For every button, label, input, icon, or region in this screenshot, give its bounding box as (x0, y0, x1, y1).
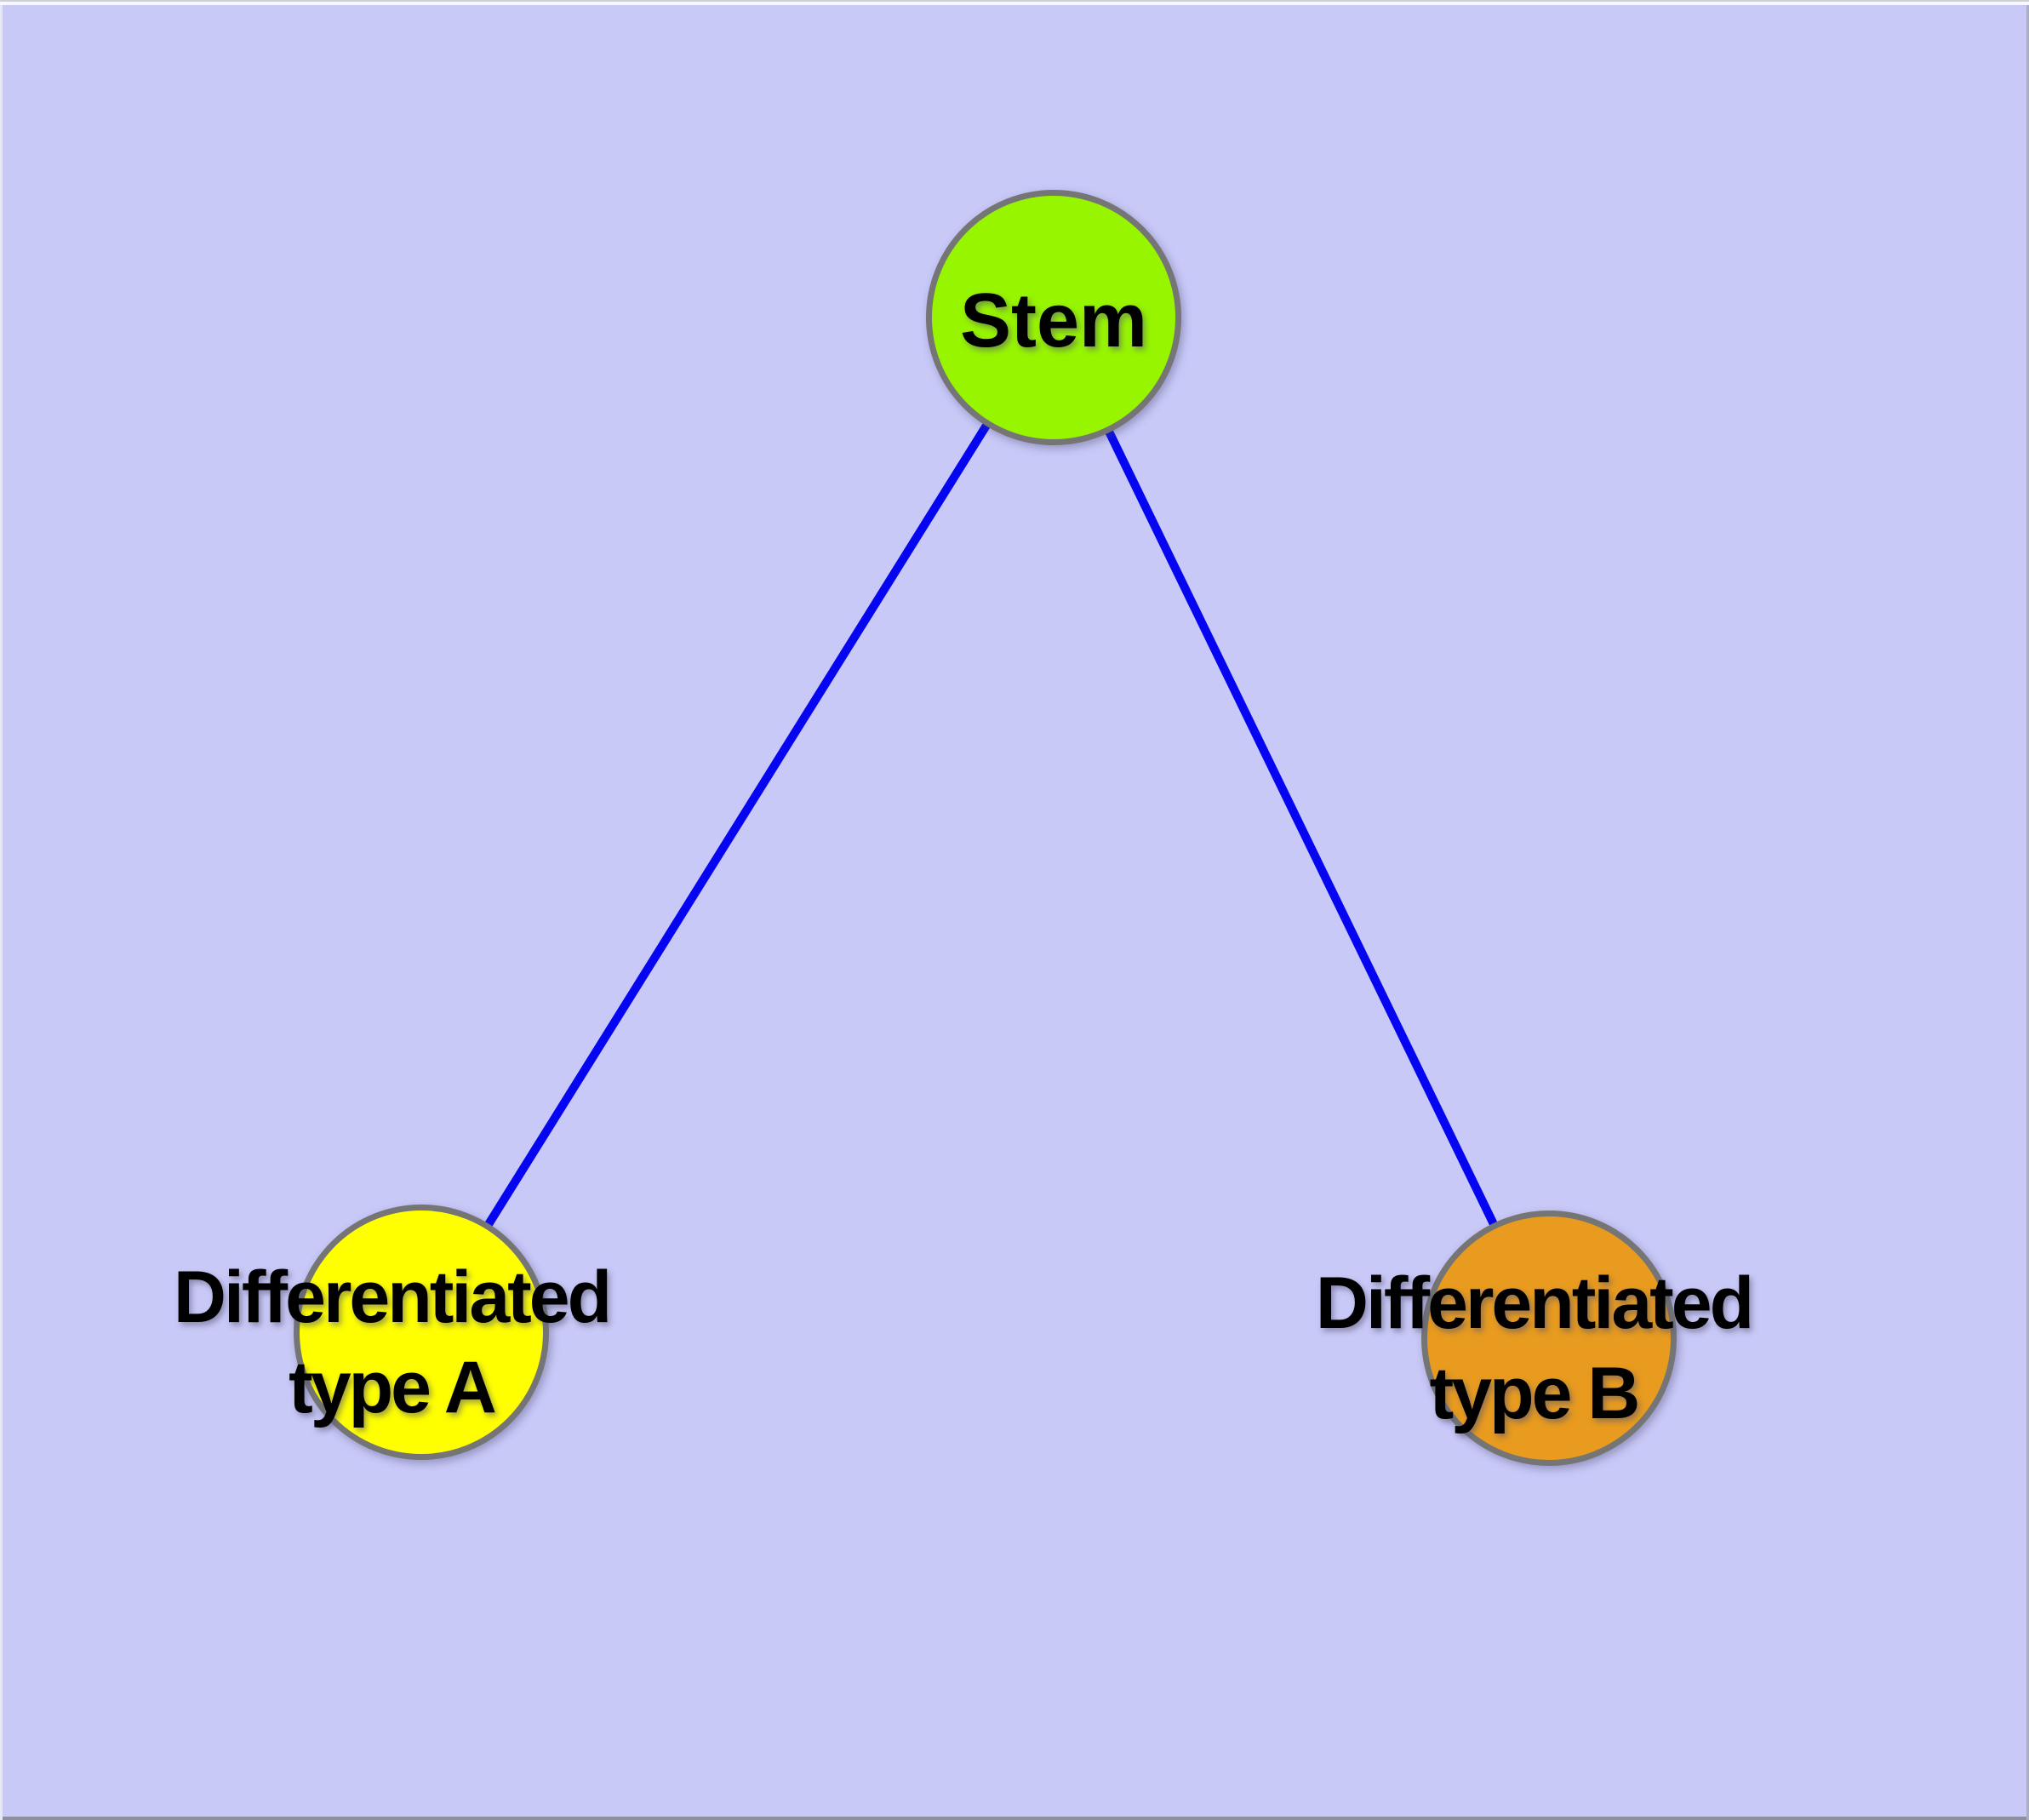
label-line-1: Differentiated (1315, 1262, 1754, 1344)
node-stem[interactable] (926, 190, 1181, 445)
node-label-differentiated-type-a: Differentiated type A (173, 1252, 612, 1433)
node-label-differentiated-type-b: Differentiated type B (1315, 1258, 1754, 1439)
label-line-2: type B (1429, 1353, 1641, 1434)
label-line-2: type A (289, 1347, 497, 1428)
edge-stem-typeB (1049, 315, 1553, 1341)
node-label-stem: Stem (959, 278, 1148, 363)
node-differentiated-type-a[interactable] (294, 1205, 549, 1460)
node-differentiated-type-b[interactable] (1421, 1210, 1677, 1466)
edge-stem-typeA (417, 315, 1058, 1335)
label-line-1: Differentiated (173, 1256, 612, 1338)
